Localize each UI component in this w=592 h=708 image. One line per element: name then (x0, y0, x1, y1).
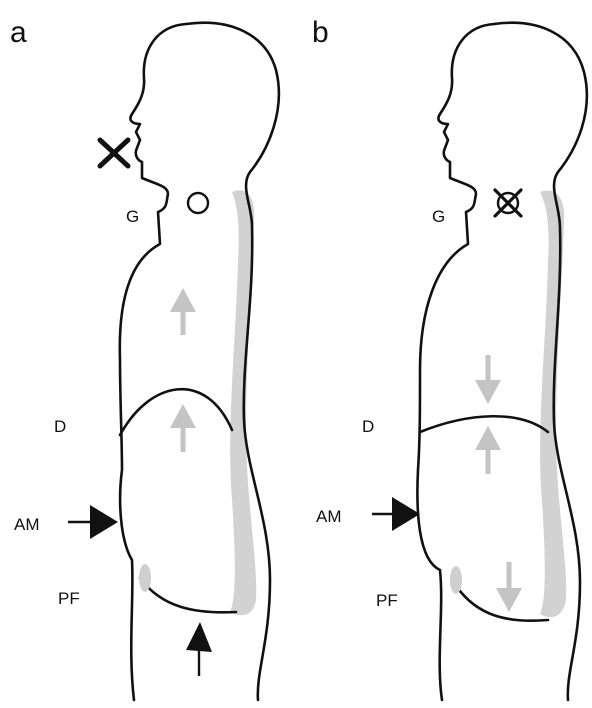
diaphragm-arrow-up-b (475, 426, 501, 474)
label-AM-a: AM (14, 515, 40, 534)
pelvic-arrow-up-a (186, 622, 212, 676)
diaphragm-arrow-up-a (170, 404, 196, 452)
label-PF-a: PF (58, 589, 80, 608)
body-outline-b (417, 24, 494, 700)
abdomen-curve-a (140, 578, 236, 612)
label-D-b: D (362, 417, 374, 436)
glottis-open-icon (188, 193, 208, 213)
abdomen-curve-b (452, 580, 548, 621)
panel-a: a (10, 16, 279, 700)
label-G-b: G (432, 207, 445, 226)
label-PF-b: PF (376, 591, 398, 610)
abdominal-arrow-b (372, 497, 420, 531)
mouth-closed-x-icon (100, 140, 128, 166)
panel-a-label: a (10, 16, 27, 49)
abdominal-arrow-a (68, 505, 118, 539)
diaphragm-b (420, 416, 548, 432)
diaphragm-a (120, 389, 232, 435)
back-outline-a (186, 23, 279, 700)
chest-arrow-down-b (475, 355, 501, 404)
body-outline-a (120, 24, 186, 700)
pelvic-arrow-down-b (496, 562, 522, 612)
label-AM-b: AM (316, 507, 342, 526)
panel-b-label: b (312, 16, 329, 49)
label-G-a: G (126, 207, 139, 226)
chest-arrow-up-a (170, 288, 196, 335)
glottis-closed-icon (495, 190, 521, 216)
pelvic-floor-mark-b (450, 566, 462, 594)
pelvic-floor-mark-a (139, 564, 151, 592)
label-D-a: D (54, 417, 66, 436)
panel-b: b (312, 16, 587, 700)
